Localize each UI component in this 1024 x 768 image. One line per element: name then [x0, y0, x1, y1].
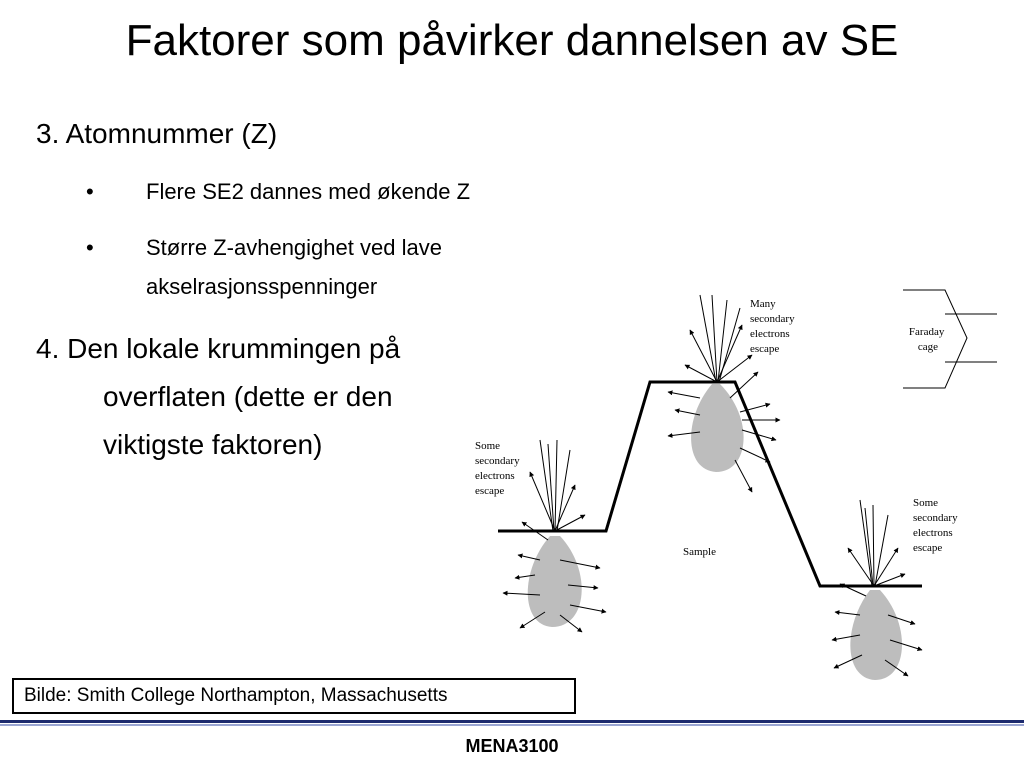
list-item-curvature-line1: 4. Den lokale krummingen på	[36, 333, 401, 364]
interaction-volume-left	[527, 536, 582, 627]
label-sample: Sample	[683, 546, 716, 558]
bullet-text-more-se2: Flere SE2 dannes med økende Z	[146, 179, 471, 204]
list-item-curvature-line3: viktigste faktoren)	[103, 429, 323, 460]
label-many-secondary-electrons: Many secondary electrons escape	[750, 298, 797, 355]
interaction-volume-right	[850, 590, 902, 680]
sample-surface-profile	[498, 380, 922, 588]
label-some-secondary-electrons-right: Some secondary electrons escape	[913, 497, 960, 554]
bullet-text-z-dependence-line1: Større Z-avhengighet ved lave	[146, 235, 442, 260]
footer-divider-light	[0, 724, 1024, 726]
slide-title: Faktorer som påvirker dannelsen av SE	[125, 16, 899, 65]
bullet-icon: •	[86, 179, 94, 204]
label-some-secondary-electrons-left: Some secondary electrons escape	[475, 440, 522, 497]
interaction-volume-top	[691, 384, 744, 472]
bullet-icon: •	[86, 235, 94, 260]
bullet-text-z-dependence-line2: akselrasjonsspenninger	[146, 274, 378, 299]
image-credit-caption: Bilde: Smith College Northampton, Massac…	[12, 678, 576, 714]
secondary-electron-emission-diagram: Many secondary electrons escape Some sec…	[475, 289, 997, 680]
electron-trajectories	[502, 294, 923, 677]
faraday-cage	[903, 289, 997, 389]
footer-divider-dark	[0, 720, 1024, 723]
list-item-atomic-number: 3. Atomnummer (Z)	[36, 118, 278, 149]
course-code-footer: MENA3100	[465, 736, 559, 756]
list-item-curvature-line2: overflaten (dette er den	[103, 381, 393, 412]
label-faraday-cage: Faraday cage	[909, 326, 947, 353]
